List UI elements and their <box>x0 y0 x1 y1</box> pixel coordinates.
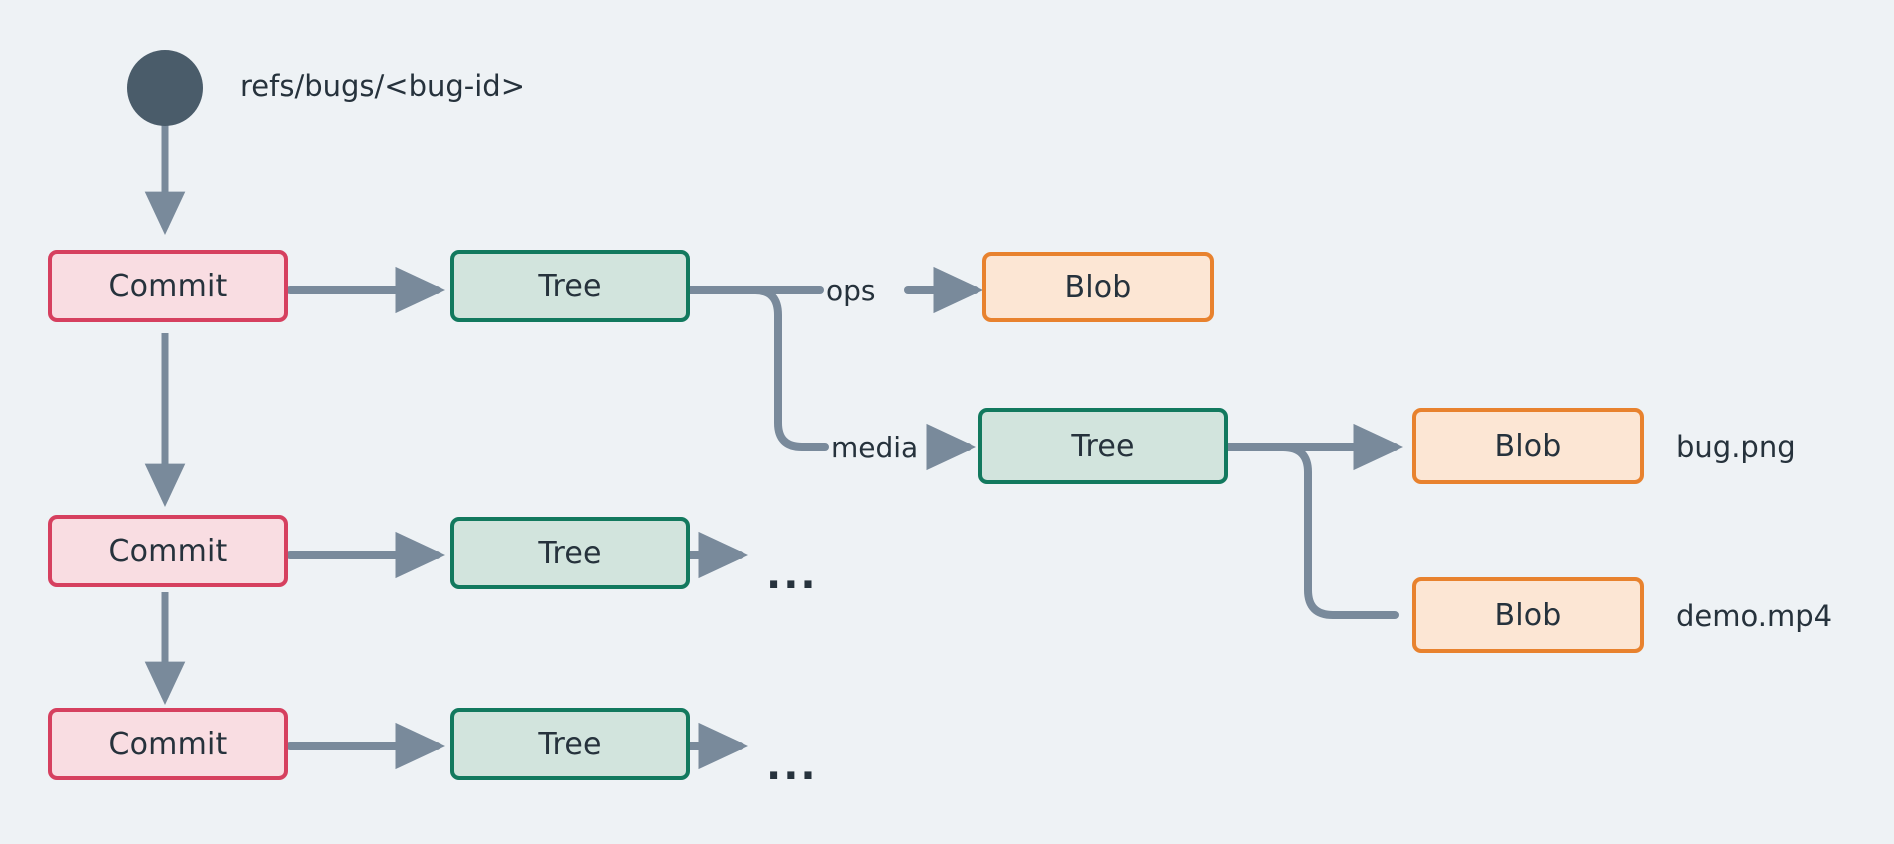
filename-label-demo-mp4: demo.mp4 <box>1676 599 1833 633</box>
node-tree-3[interactable]: Tree <box>450 708 690 780</box>
node-tree-1-label: Tree <box>538 268 602 304</box>
node-tree-3-label: Tree <box>538 726 602 762</box>
ellipsis-tree-2: ... <box>766 552 818 598</box>
node-commit-3[interactable]: Commit <box>48 708 288 780</box>
node-blob-ops[interactable]: Blob <box>982 252 1214 322</box>
edge-treemedia-to-blob-demomp4 <box>1221 443 1399 619</box>
node-commit-2-label: Commit <box>108 533 228 569</box>
ref-head-circle[interactable] <box>127 50 203 126</box>
ref-label: refs/bugs/<bug-id> <box>240 69 526 103</box>
node-tree-1[interactable]: Tree <box>450 250 690 322</box>
node-commit-2[interactable]: Commit <box>48 515 288 587</box>
node-blob-demo-mp4[interactable]: Blob <box>1412 577 1644 653</box>
edge-label-ops: ops <box>826 274 876 307</box>
edge-label-media: media <box>831 431 919 464</box>
node-tree-2-label: Tree <box>538 535 602 571</box>
node-tree-2[interactable]: Tree <box>450 517 690 589</box>
filename-label-bug-png: bug.png <box>1676 430 1796 464</box>
ellipsis-tree-3: ... <box>766 743 818 789</box>
node-blob-bug-png-label: Blob <box>1494 428 1562 464</box>
node-commit-1[interactable]: Commit <box>48 250 288 322</box>
node-commit-3-label: Commit <box>108 726 228 762</box>
node-blob-bug-png[interactable]: Blob <box>1412 408 1644 484</box>
node-blob-ops-label: Blob <box>1064 269 1132 305</box>
node-commit-1-label: Commit <box>108 268 228 304</box>
edge-tree1-to-media-label <box>686 286 829 451</box>
node-blob-demo-mp4-label: Blob <box>1494 597 1562 633</box>
node-tree-media[interactable]: Tree <box>978 408 1228 484</box>
node-tree-media-label: Tree <box>1071 428 1135 464</box>
